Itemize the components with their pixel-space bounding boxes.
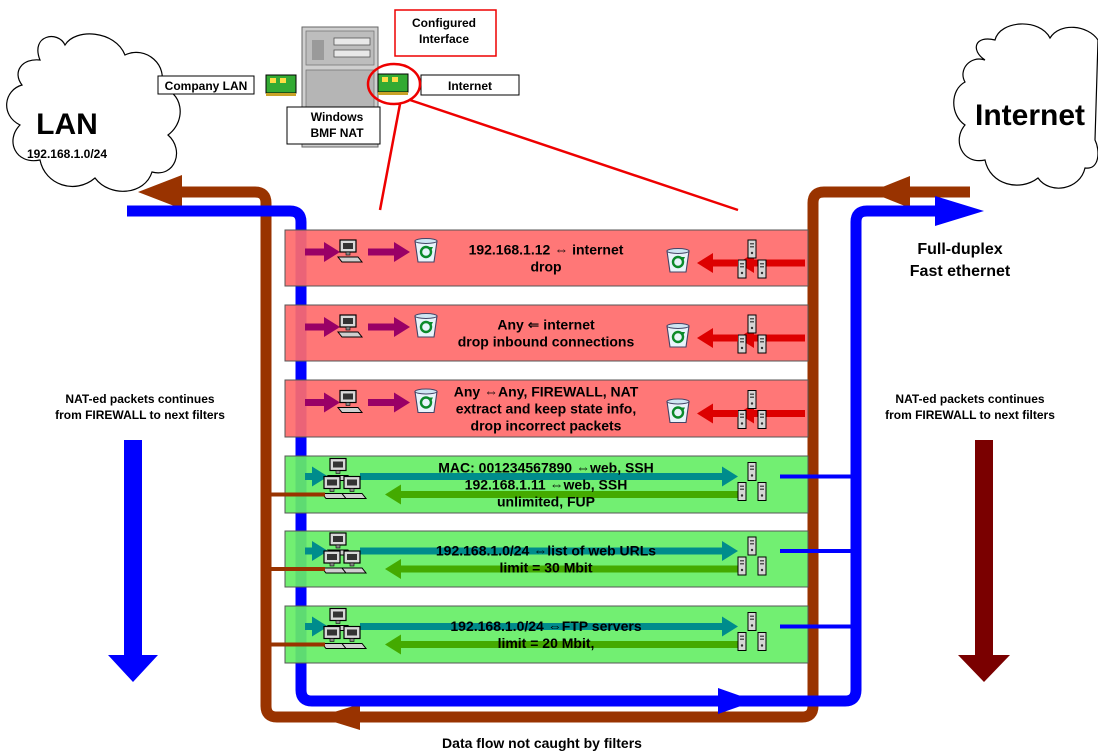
filter-box [284,530,809,588]
outbound-arrow-head [722,541,738,561]
nat-down-arrow-right [958,440,1010,682]
outbound-entry-arrow-head [312,541,328,561]
inbound-to-bin-arrow-head [697,328,713,348]
filter-box [284,455,809,514]
configured-interface-callout [366,62,739,212]
lan-subnet: 192.168.1.0/24 [27,147,107,161]
filter-rule-text: extract and keep state info, [456,401,637,417]
filter-rule-text: 192.168.1.0/24 ⇔FTP servers [450,618,641,634]
blue-flow-frame [127,196,984,714]
filter-box [284,304,809,362]
filter-rule-text: 192.168.1.11 ⇔web, SSH [465,477,628,493]
filter-rule-text: Any ⇐ internet [497,317,595,333]
nat-right-line1: NAT-ed packets continues [895,392,1044,406]
server-label-box [286,106,381,145]
internet-label: Internet [448,79,492,93]
nat-right-line2: from FIREWALL to next filters [885,408,1055,422]
filter-rule-text: 192.168.1.12 ⇔ internet [469,242,624,258]
filter-rule-text: drop incorrect packets [471,418,622,434]
server-label-line2: BMF NAT [310,126,364,140]
to-bin-arrow-head [394,317,410,337]
inbound-arrow-head [385,484,401,505]
outbound-entry-arrow-head [312,616,328,637]
filter-rule-text: drop [530,259,561,275]
inbound-arrow-head [385,634,401,655]
internet-title: Internet [975,99,1085,132]
configured-line2: Interface [419,32,469,46]
bottom-label: Data flow not caught by filters [442,735,642,751]
nat-left-line2: from FIREWALL to next filters [55,408,225,422]
lan-title: LAN [36,108,98,141]
configured-line1: Configured [412,16,476,30]
filter-rule-text: 192.168.1.0/24 ⇔list of web URLs [436,543,656,559]
company-lan-label: Company LAN [165,79,248,93]
nat-down-arrow-left [108,440,158,682]
to-bin-arrow-head [394,242,410,262]
inbound-arrow-head [385,559,401,579]
outbound-arrow-head [324,317,340,337]
configured-interface-box [394,9,497,57]
filter-rule-text: drop inbound connections [458,334,635,350]
outbound-arrow-head [722,466,738,487]
filter-box [284,379,809,438]
trash-bin-icon [665,397,691,424]
outbound-arrow-head [722,616,738,637]
trash-bin-icon [665,247,691,274]
filter-box [284,605,809,664]
brown-flow-frame [138,175,970,730]
trash-bin-icon [413,387,439,414]
trash-bin-icon [665,322,691,349]
nat-left-line1: NAT-ed packets continues [65,392,214,406]
server-label-line1: Windows [311,110,364,124]
trash-bin-icon [413,312,439,339]
filter-rule-text: Any ⇔Any, FIREWALL, NAT [454,384,639,400]
outbound-entry-arrow-head [312,466,328,487]
filter-row-4: MAC: 001234567890 ⇔web, SSH192.168.1.11 … [266,455,856,514]
full-duplex-line2: Fast ethernet [910,263,1011,280]
to-bin-arrow-head [394,392,410,413]
inbound-to-bin-arrow-head [697,403,713,424]
filter-rule-text: unlimited, FUP [497,494,595,510]
outbound-arrow-head [324,392,340,413]
inbound-to-bin-arrow-head [697,253,713,273]
full-duplex-line1: Full-duplex [917,241,1002,258]
filter-box [284,229,809,287]
lan-nic-icon [265,74,297,96]
internet-cloud [953,23,1098,189]
internet-nic-icon [377,73,409,95]
filter-rule-text: limit = 20 Mbit, [498,635,595,651]
filter-rule-text: MAC: 001234567890 ⇔web, SSH [438,460,654,476]
company-lan-label-box [157,75,255,95]
filter-rule-text: limit = 30 Mbit [500,560,593,576]
trash-bin-icon [413,237,439,264]
outbound-arrow-head [324,242,340,262]
lan-cloud [6,33,181,192]
